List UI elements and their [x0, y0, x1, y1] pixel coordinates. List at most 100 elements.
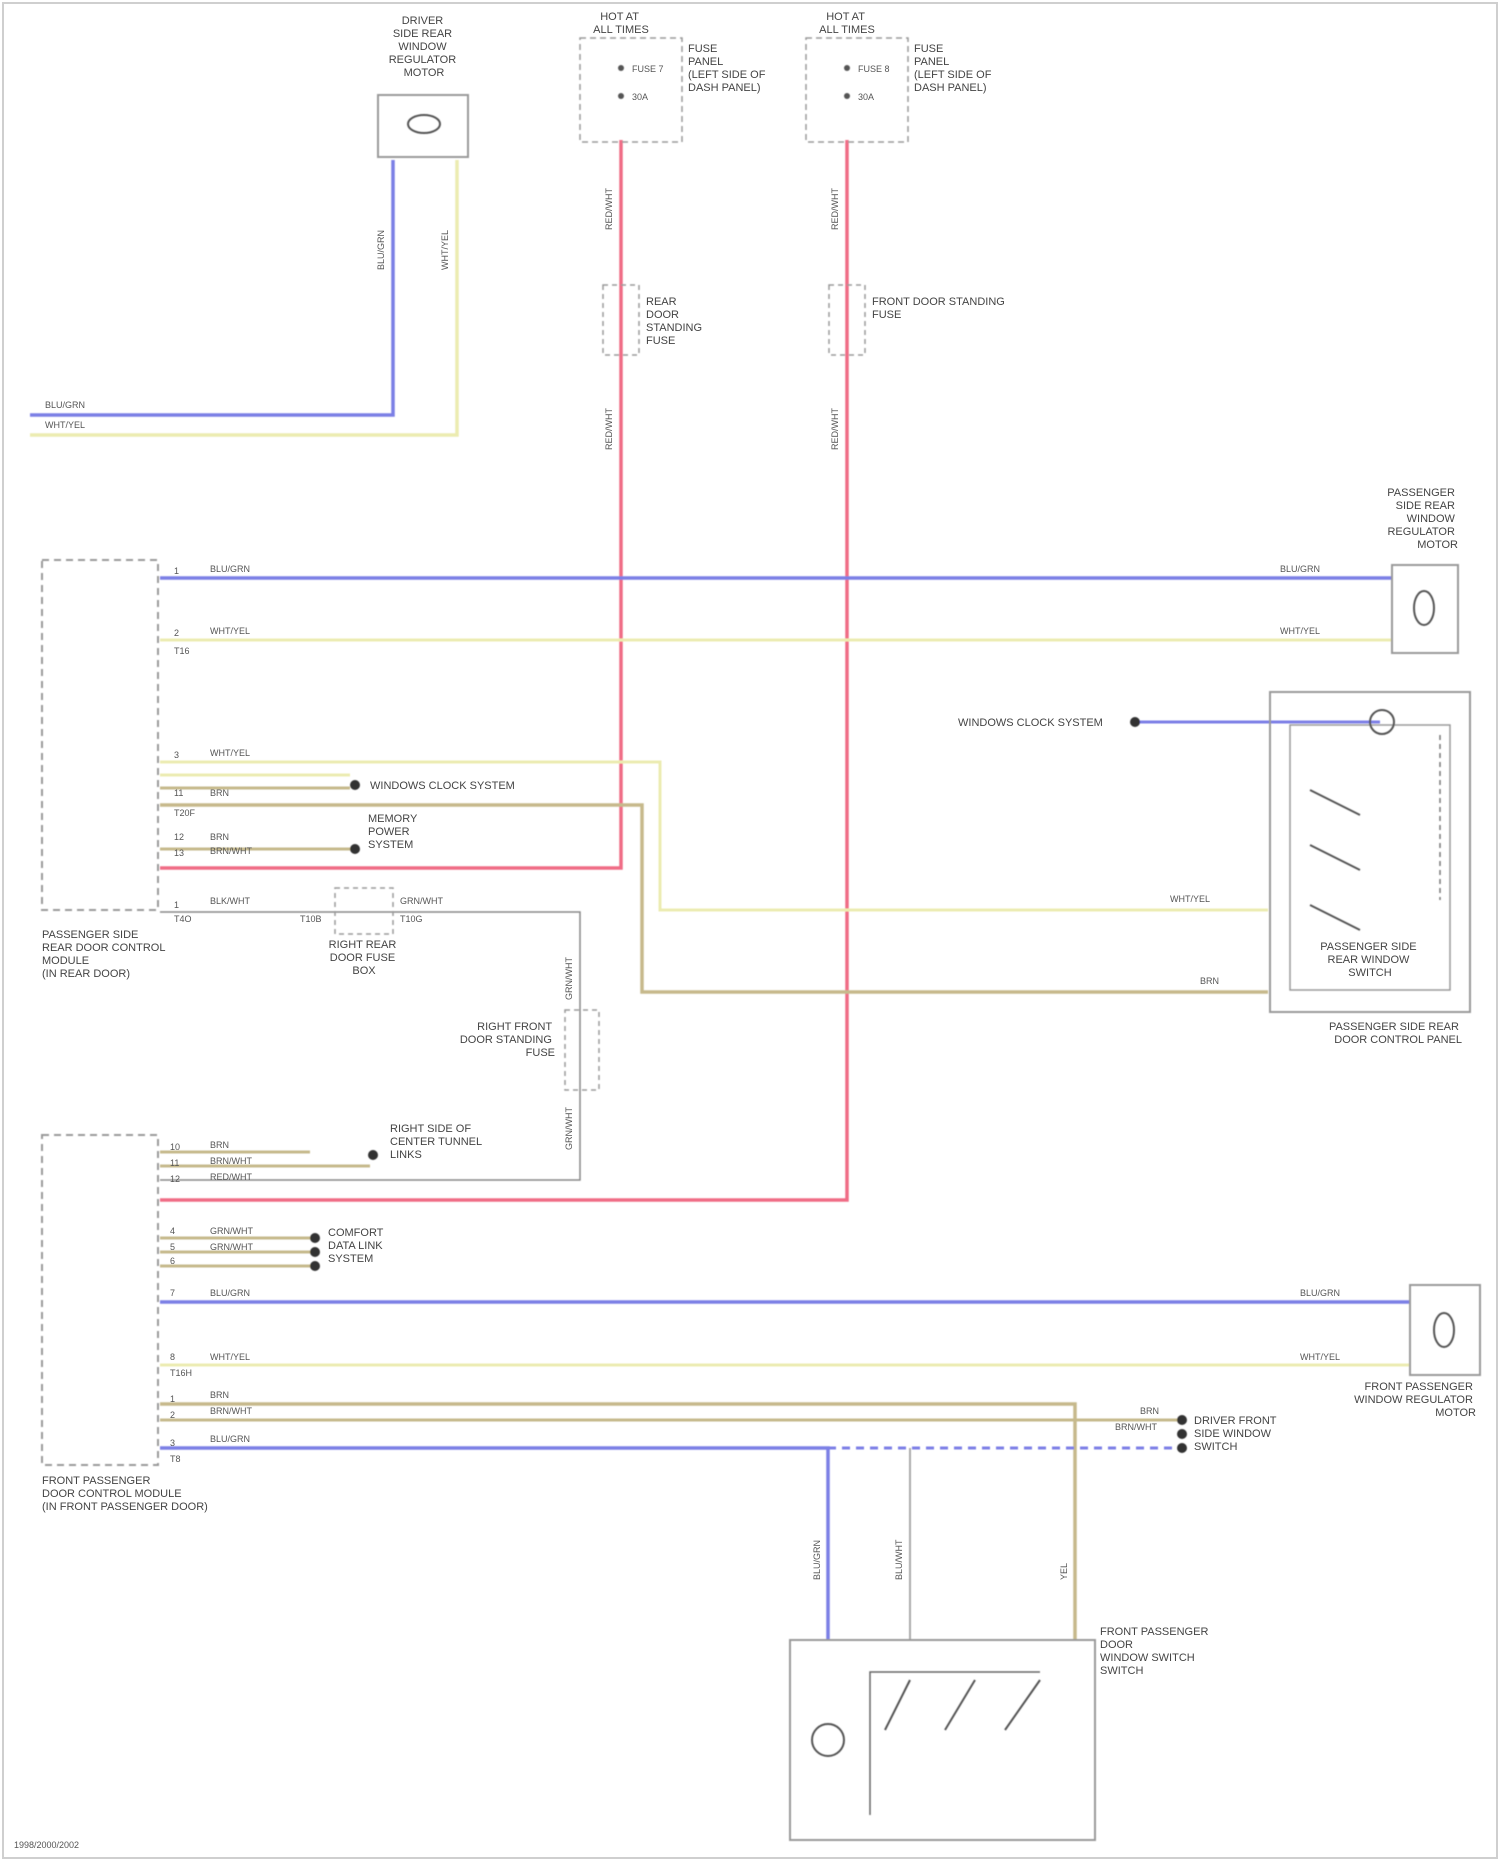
pin-rear-12: 12	[174, 832, 184, 842]
label-front-pass-motor: FRONT PASSENGER WINDOW REGULATOR MOTOR	[1354, 1381, 1476, 1419]
label-rear-wht-right: WHT/YEL	[1280, 626, 1320, 636]
label-front-brn-3: BRN	[1140, 1406, 1159, 1416]
pin-front-8: 8	[170, 1352, 175, 1362]
label-wire-vert-4: RED/WHT	[604, 408, 614, 450]
label-wire-vert-1: BLU/GRN	[376, 230, 386, 270]
label-front-grnwht-2: GRN/WHT	[210, 1242, 253, 1252]
fuse-panel-1-box	[580, 38, 682, 142]
splice-dot-7	[310, 1261, 320, 1271]
pin-front-4: 4	[170, 1226, 175, 1236]
switch-contact-1	[1310, 790, 1360, 815]
page-border	[3, 3, 1497, 1858]
label-front-blu-right: BLU/GRN	[1300, 1288, 1340, 1298]
label-front-vert-3: YEL	[1059, 1563, 1069, 1580]
label-front-vert-1: BLU/GRN	[812, 1540, 822, 1580]
pin-front-6: 6	[170, 1256, 175, 1266]
splice-dot-10	[1177, 1443, 1187, 1453]
label-amp-2: 30A	[858, 92, 874, 102]
label-wire-vert-3: RED/WHT	[604, 188, 614, 230]
label-front-pass-switch: FRONT PASSENGER DOOR WINDOW SWITCH SWITC…	[1100, 1626, 1211, 1677]
label-mid-brn2: BRN	[210, 832, 229, 842]
label-memory-system: MEMORY POWER SYSTEM	[368, 813, 420, 851]
pin-front-3: 3	[170, 1438, 175, 1448]
label-mid-brnwht: BRN/WHT	[210, 846, 252, 856]
pin-t10g: T10G	[400, 914, 423, 924]
pin-front-12: 12	[170, 1174, 180, 1184]
pin-rear-t20f: T20F	[174, 808, 196, 818]
pin-rear-t16: T16	[174, 646, 190, 656]
switch-contact-2	[1310, 845, 1360, 870]
label-front-brn-1: BRN	[210, 1140, 229, 1150]
switch-contact-3	[1310, 905, 1360, 930]
label-wire-vert-2: WHT/YEL	[440, 230, 450, 270]
rear-left-motor-icon	[408, 115, 440, 133]
splice-dot-1	[1130, 717, 1140, 727]
pin-rear-2: 2	[174, 628, 179, 638]
rear-left-motor-box	[378, 95, 468, 157]
label-mid-wht: WHT/YEL	[210, 748, 250, 758]
splice-dot-8	[1177, 1415, 1187, 1425]
label-front-vert-2: BLU/WHT	[894, 1539, 904, 1580]
label-front-wht-left: WHT/YEL	[210, 1352, 250, 1362]
front-pass-switch-lamp-icon	[812, 1724, 844, 1756]
splice-dot-5	[310, 1233, 320, 1243]
label-window-clock-2: WINDOWS CLOCK SYSTEM	[370, 780, 515, 792]
fuse-panel-2-box	[806, 38, 908, 142]
label-wire-vert-6: RED/WHT	[830, 408, 840, 450]
pin-rear-1: 1	[174, 566, 179, 576]
pin-front-1: 1	[170, 1394, 175, 1404]
label-wire-vert-5: RED/WHT	[830, 188, 840, 230]
label-vert-rearfuse-2: GRN/WHT	[564, 1107, 574, 1150]
label-amp-1: 30A	[632, 92, 648, 102]
pass-rear-door-module-box	[42, 560, 158, 910]
rear-door-fuse-box-mid	[335, 888, 393, 934]
label-window-clock: WINDOWS CLOCK SYSTEM	[958, 717, 1103, 729]
label-comfort-links: COMFORT DATA LINK SYSTEM	[328, 1227, 386, 1265]
label-rear-left-motor: DRIVER SIDE REAR WINDOW REGULATOR MOTOR	[389, 15, 460, 79]
label-mid-grnwht: GRN/WHT	[400, 896, 443, 906]
pin-front-11: 11	[170, 1158, 179, 1168]
label-rear-wht-left: WHT/YEL	[210, 626, 250, 636]
front-switch-contact-3	[1005, 1680, 1040, 1730]
label-left-wht: WHT/YEL	[45, 420, 85, 430]
front-door-standing-fuse-box	[565, 1010, 599, 1090]
pin-front-10: 10	[170, 1142, 180, 1152]
label-vert-rearfuse-1: GRN/WHT	[564, 957, 574, 1000]
splice-dot-9	[1177, 1429, 1187, 1439]
label-mid-blkwht: BLK/WHT	[210, 896, 251, 906]
pin-front-2: 2	[170, 1410, 175, 1420]
fuse-1-dot-b	[618, 93, 624, 99]
pin-rear-3: 3	[174, 750, 179, 760]
front-switch-contact-2	[945, 1680, 975, 1730]
label-fuse-2: FUSE 8	[858, 64, 890, 74]
label-front-blu-left: BLU/GRN	[210, 1288, 250, 1298]
pin-rear-11: 11	[174, 788, 183, 798]
label-switch-wht: WHT/YEL	[1170, 894, 1210, 904]
pin-front-t16h: T16H	[170, 1368, 192, 1378]
front-switch-rail	[870, 1672, 1040, 1815]
label-rear-door-fuse-box: RIGHT REAR DOOR FUSE BOX	[329, 939, 400, 977]
pass-rear-motor-box	[1392, 565, 1458, 653]
front-pass-motor-box	[1410, 1285, 1480, 1375]
pass-rear-motor-icon	[1414, 591, 1434, 625]
pin-t10b: T10B	[300, 914, 322, 924]
fuse-2-dot-b	[844, 93, 850, 99]
label-pass-rear-module: PASSENGER SIDE REAR DOOR CONTROL MODULE …	[42, 929, 168, 980]
wire-front-tan-switch	[160, 1404, 1075, 1640]
label-front-door-fuse: FRONT DOOR STANDING FUSE	[872, 296, 1008, 321]
label-front-pass-module: FRONT PASSENGER DOOR CONTROL MODULE (IN …	[42, 1475, 208, 1513]
label-hot-1: HOT AT ALL TIMES	[593, 11, 649, 36]
pin-rear-t4o: T4O	[174, 914, 192, 924]
label-front-blugrn-3: BLU/GRN	[210, 1434, 250, 1444]
label-rear-door-fuse: REAR DOOR STANDING FUSE	[646, 296, 705, 347]
front-pass-door-module-box	[42, 1135, 158, 1465]
label-pass-rear-motor: PASSENGER SIDE REAR WINDOW REGULATOR MOT…	[1387, 487, 1458, 551]
wire-red-feed-1	[160, 140, 621, 868]
pin-front-5: 5	[170, 1242, 175, 1252]
label-splice-upper: RIGHT SIDE OF CENTER TUNNEL LINKS	[390, 1123, 485, 1161]
wire-rear-left-motor-blue	[30, 160, 393, 415]
fuse-2-dot	[844, 65, 850, 71]
label-mid-brn: BRN	[210, 788, 229, 798]
pin-rear-13: 13	[174, 848, 184, 858]
splice-dot-4	[368, 1150, 378, 1160]
